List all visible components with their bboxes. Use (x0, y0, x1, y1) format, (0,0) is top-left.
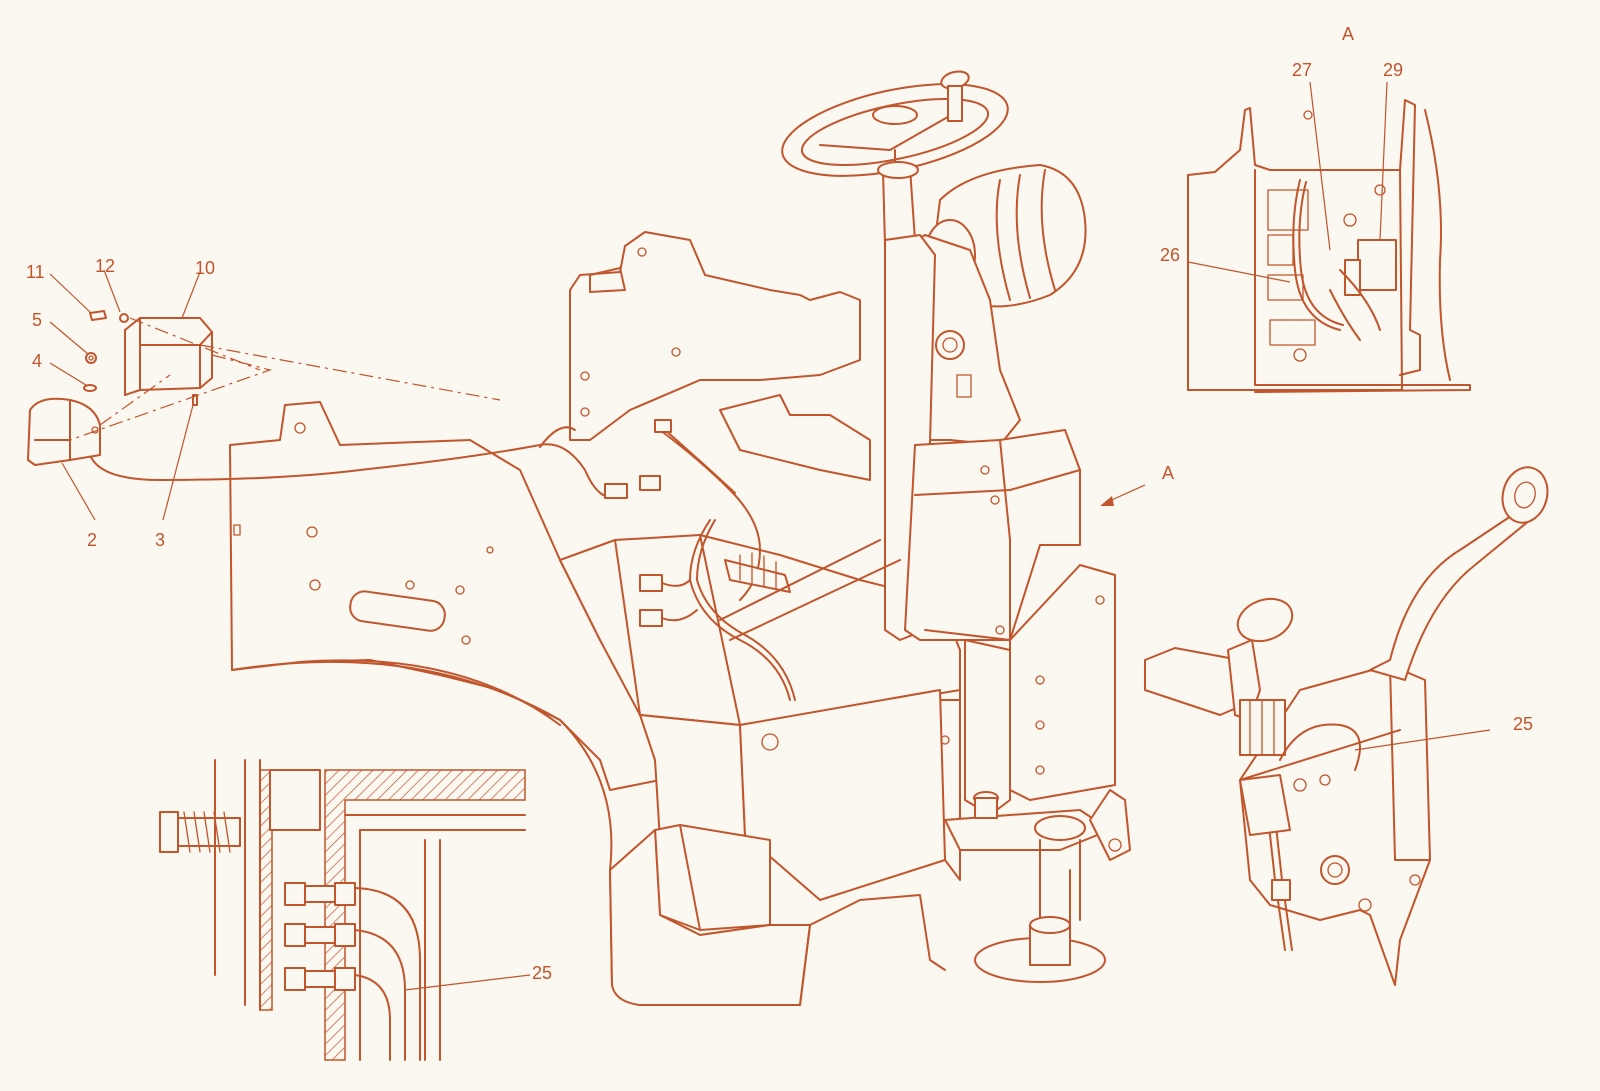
callout-25-bottom: 25 (532, 963, 552, 983)
callout-a-inset: A (1342, 24, 1354, 44)
callout-27: 27 (1292, 60, 1312, 80)
callout-29: 29 (1383, 60, 1403, 80)
callout-4: 4 (32, 351, 42, 371)
callout-5: 5 (32, 310, 42, 330)
callout-10: 10 (195, 258, 215, 278)
callout-labels: 11 12 10 5 4 2 3 A A 27 29 26 25 25 (26, 24, 1533, 983)
steering-column (781, 70, 1131, 983)
callout-25-right: 25 (1513, 714, 1533, 734)
callout-12: 12 (95, 256, 115, 276)
lever-assembly (1144, 466, 1549, 986)
wiring-harness (89, 394, 901, 701)
callout-2: 2 (87, 530, 97, 550)
exploded-switch-assembly (27, 269, 501, 521)
callout-26: 26 (1160, 245, 1180, 265)
fitting-row-1 (284, 882, 421, 1061)
fitting-row-2 (284, 923, 406, 1061)
section-detail (159, 759, 531, 1061)
callout-11: 11 (26, 262, 45, 282)
callout-3: 3 (155, 530, 165, 550)
callout-a-main: A (1162, 463, 1174, 483)
fitting-row-3 (284, 967, 391, 1061)
detail-inset-a (1187, 81, 1471, 393)
view-arrow-a (1100, 484, 1146, 506)
